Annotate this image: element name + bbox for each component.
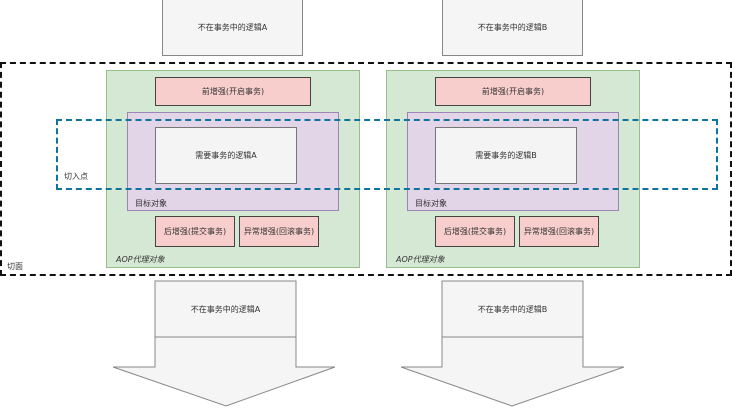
pointcut-label: 切入点 — [64, 172, 88, 181]
before-advice-b: 前增强(开启事务) — [435, 77, 591, 106]
exception-advice-b-label: 异常增强(回滚事务) — [523, 227, 595, 236]
non-transaction-logic-b-box: 不在事务中的逻辑B — [442, 0, 583, 56]
bottom-arrow-b-label: 不在事务中的逻辑B — [477, 304, 548, 314]
pointcut-region — [56, 119, 718, 190]
exception-advice-b: 异常增强(回滚事务) — [519, 216, 599, 247]
target-object-b-label: 目标对象 — [415, 199, 447, 208]
after-advice-b: 后增强(提交事务) — [435, 216, 515, 247]
bottom-arrow-b-label-box: 不在事务中的逻辑B — [442, 281, 583, 337]
aspect-region — [0, 62, 732, 276]
transaction-logic-b-label: 需要事务的逻辑B — [475, 151, 537, 160]
after-advice-a-label: 后增强(提交事务) — [163, 227, 227, 236]
exception-advice-a-label: 异常增强(回滚事务) — [243, 227, 315, 236]
non-transaction-logic-a-box: 不在事务中的逻辑A — [162, 0, 303, 56]
arrow-b-shape — [400, 280, 625, 407]
arrow-a-shape — [112, 280, 336, 407]
after-advice-b-label: 后增强(提交事务) — [443, 227, 507, 236]
bottom-arrow-a-label: 不在事务中的逻辑A — [190, 304, 261, 314]
aop-proxy-a-label: AOP代理对象 — [116, 255, 165, 264]
non-transaction-logic-b-label: 不在事务中的逻辑B — [477, 23, 548, 32]
before-advice-b-label: 前增强(开启事务) — [481, 87, 545, 96]
before-advice-a: 前增强(开启事务) — [155, 77, 311, 106]
target-object-a-label: 目标对象 — [135, 199, 167, 208]
aop-proxy-b-label: AOP代理对象 — [396, 255, 445, 264]
transaction-logic-a-box: 需要事务的逻辑A — [155, 127, 297, 184]
bottom-arrow-a-label-box: 不在事务中的逻辑A — [155, 281, 296, 337]
aspect-label: 切面 — [7, 262, 23, 271]
exception-advice-a: 异常增强(回滚事务) — [239, 216, 319, 247]
before-advice-a-label: 前增强(开启事务) — [201, 87, 265, 96]
transaction-logic-a-label: 需要事务的逻辑A — [195, 151, 257, 160]
after-advice-a: 后增强(提交事务) — [155, 216, 235, 247]
transaction-logic-b-box: 需要事务的逻辑B — [435, 127, 577, 184]
non-transaction-logic-a-label: 不在事务中的逻辑A — [197, 23, 268, 32]
